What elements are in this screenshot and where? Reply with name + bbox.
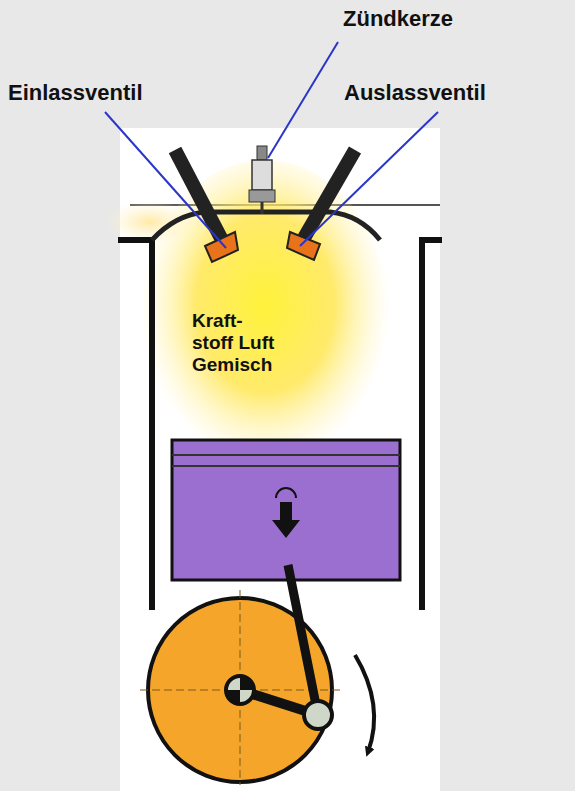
intake-valve [175, 150, 238, 262]
rotation-arrow [355, 655, 374, 752]
leader-line [300, 112, 438, 246]
cylinder-head [152, 212, 380, 240]
spark-plug [249, 146, 275, 214]
white-panel [120, 128, 440, 791]
cylinder-wall [118, 240, 152, 610]
leader-line [105, 112, 226, 248]
exhaust-valve [287, 150, 355, 260]
part-label: Kraft- stoff Luft Gemisch [192, 310, 284, 376]
cylinder-wall [422, 240, 442, 610]
part-label: Einlassventil [8, 80, 143, 105]
leader-line [268, 42, 338, 158]
part-label: Auslassventil [344, 80, 486, 105]
connecting-rod [288, 565, 318, 715]
piston [172, 440, 400, 580]
crank-pin [304, 701, 332, 729]
part-label: Zündkerze [343, 6, 453, 31]
